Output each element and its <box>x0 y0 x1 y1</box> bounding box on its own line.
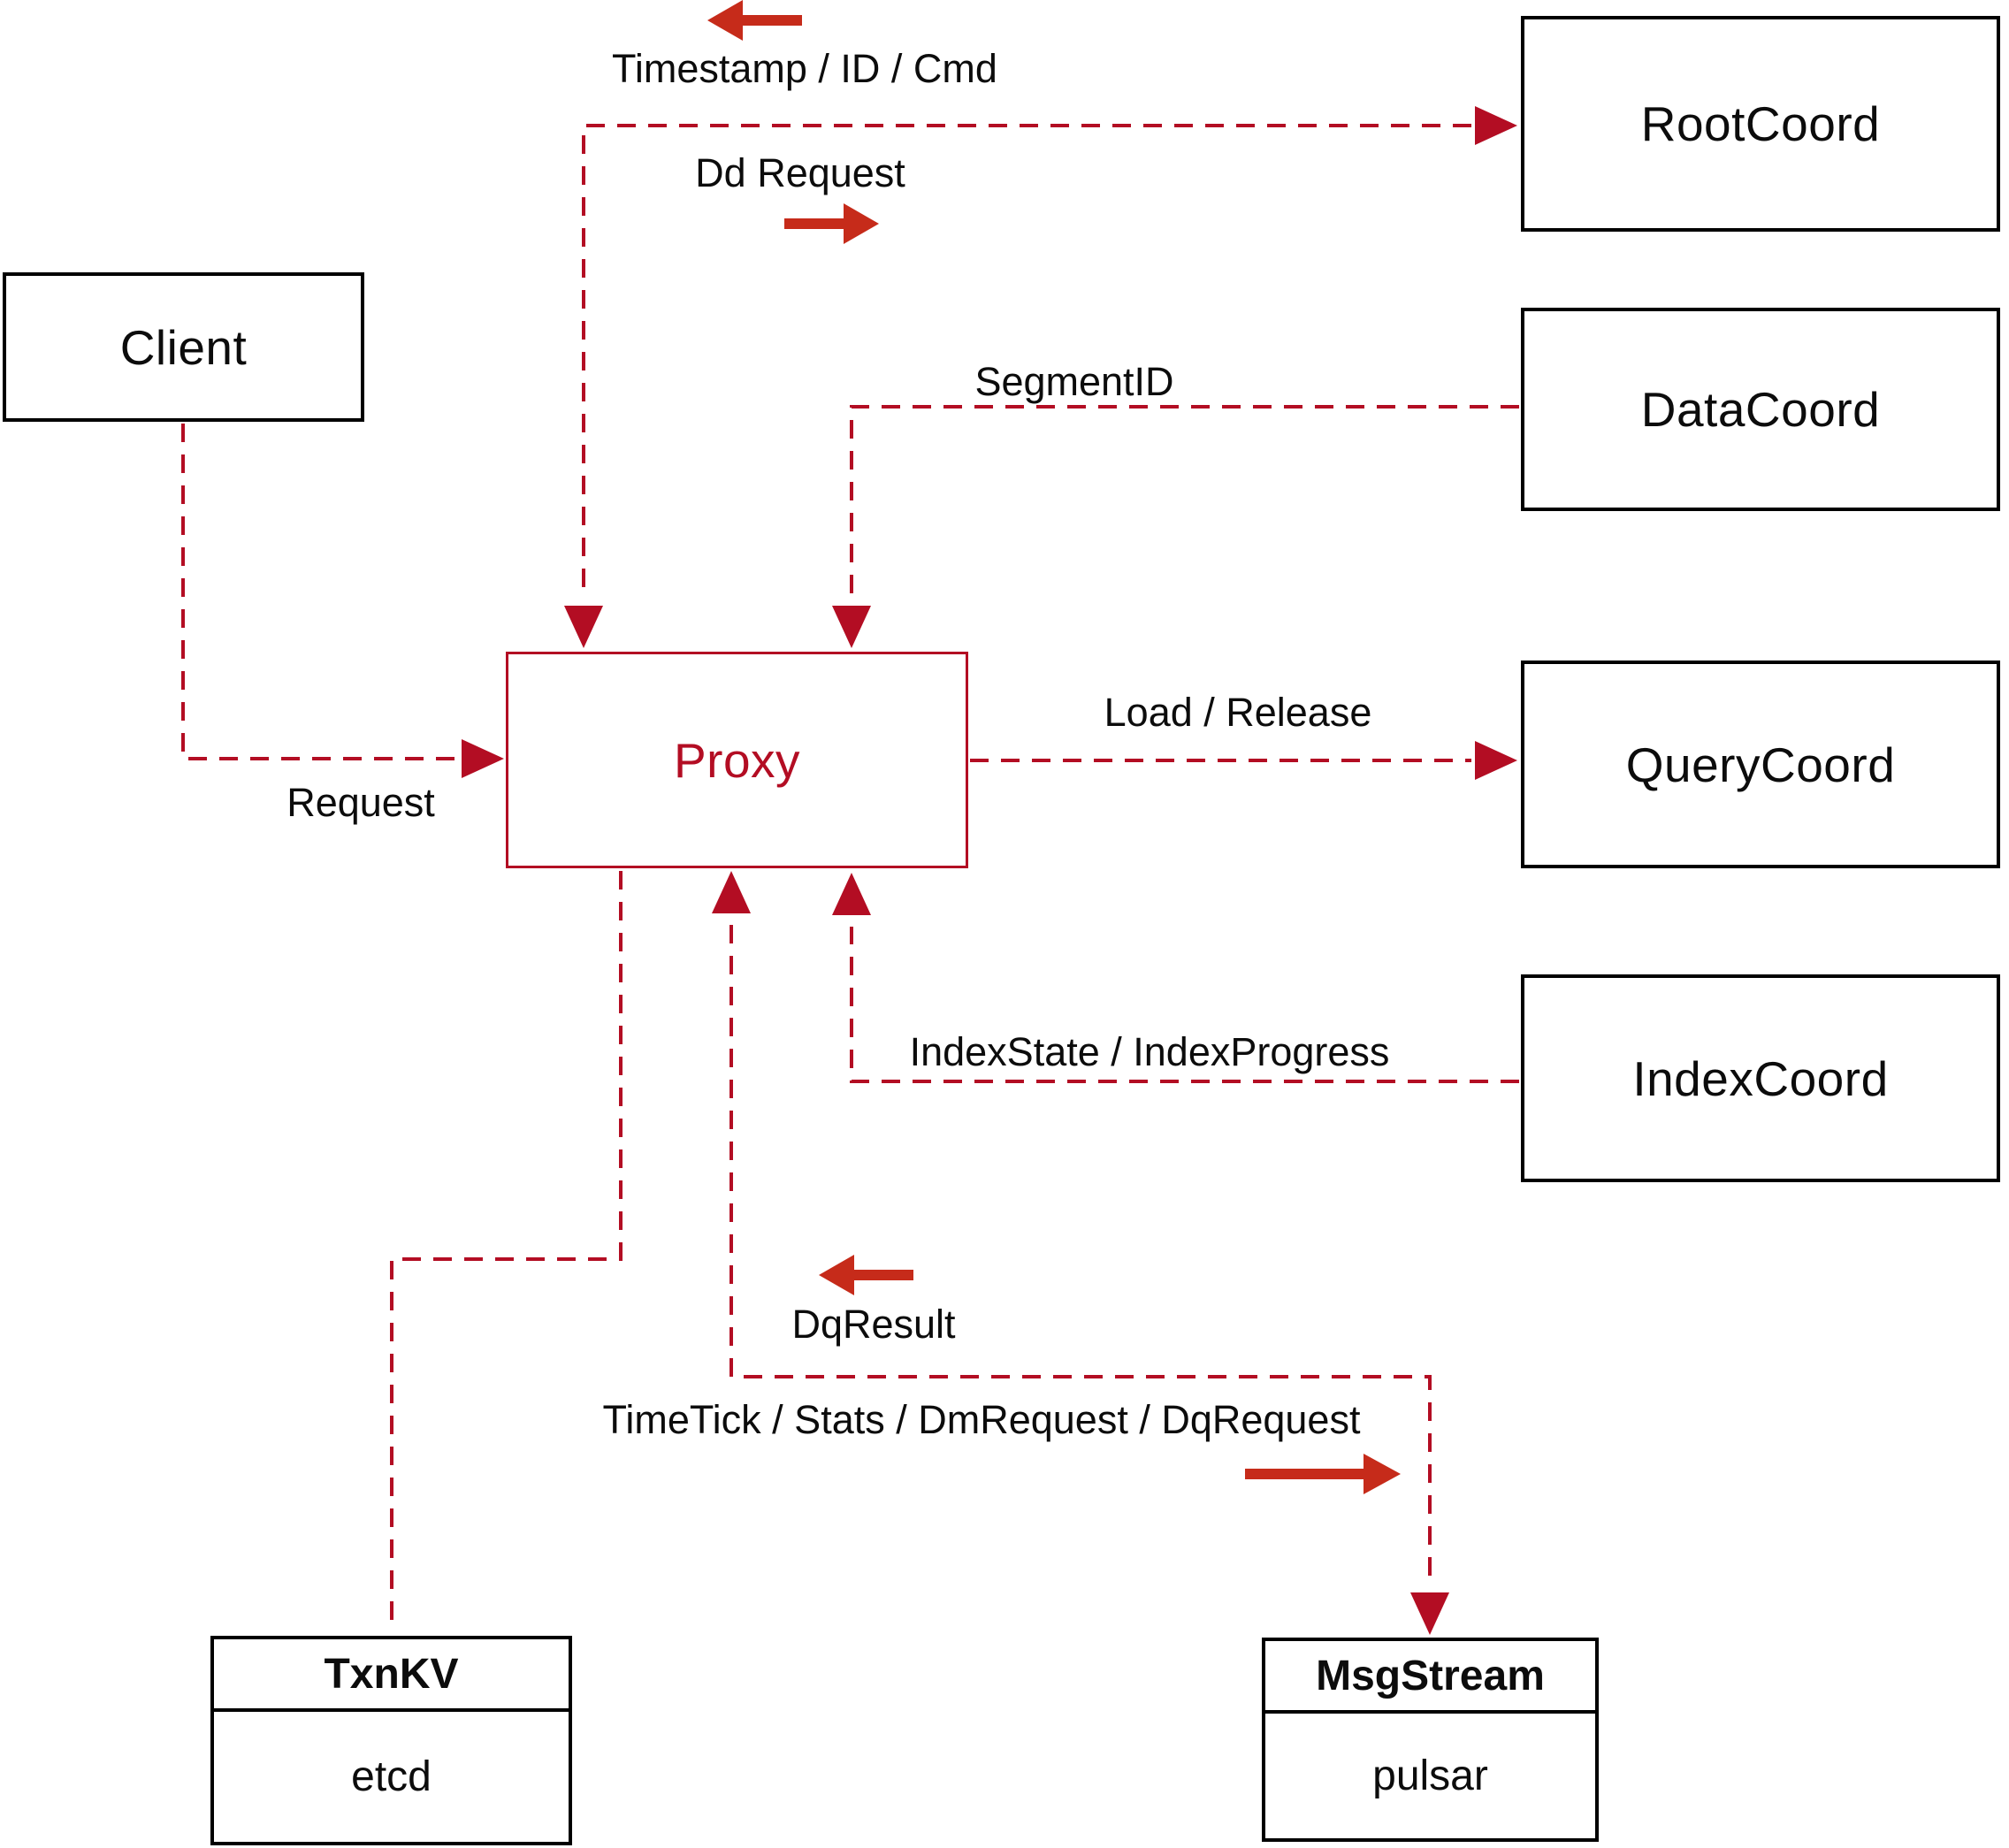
node-proxy: Proxy <box>506 652 968 868</box>
node-querycoord-label: QueryCoord <box>1625 737 1896 792</box>
edge-indexcoord-proxy <box>850 927 1519 1083</box>
arrowhead-into-msgstream <box>1410 1592 1449 1635</box>
edge-label-timetick: TimeTick / Stats / DmRequest / DqRequest <box>602 1397 1361 1442</box>
edge-client-proxy <box>181 424 470 760</box>
edge-label-index-state: IndexState / IndexProgress <box>909 1029 1390 1074</box>
node-msgstream: MsgStream pulsar <box>1262 1638 1599 1842</box>
node-querycoord: QueryCoord <box>1521 661 2000 868</box>
arrowhead-into-proxy-bottom-right <box>832 873 871 915</box>
node-indexcoord: IndexCoord <box>1521 974 2000 1182</box>
edge-proxy-txnkv <box>390 871 623 1632</box>
arrowhead-into-proxy-bottom-left <box>712 871 751 913</box>
node-txnkv-title: TxnKV <box>214 1639 569 1712</box>
edge-datacoord-proxy <box>850 405 1519 598</box>
arrowhead-into-querycoord <box>1475 741 1517 780</box>
arrowhead-into-proxy-top-right <box>832 606 871 648</box>
node-txnkv: TxnKV etcd <box>210 1636 572 1845</box>
node-rootcoord-label: RootCoord <box>1640 96 1881 151</box>
node-datacoord-label: DataCoord <box>1640 382 1881 437</box>
node-datacoord: DataCoord <box>1521 308 2000 511</box>
timetick-direction-arrow-head <box>1364 1454 1401 1494</box>
arrowhead-into-proxy-top-left <box>564 606 603 648</box>
edge-label-dd-request: Dd Request <box>695 150 905 195</box>
edge-label-request: Request <box>286 780 435 825</box>
edge-label-segment-id: SegmentID <box>974 359 1174 404</box>
node-msgstream-impl: pulsar <box>1372 1753 1488 1799</box>
edge-label-dq-result: DqResult <box>791 1302 956 1347</box>
node-txnkv-impl: etcd <box>351 1753 432 1800</box>
node-client: Client <box>3 272 364 422</box>
edge-label-timestamp: Timestamp / ID / Cmd <box>612 46 997 91</box>
node-proxy-label: Proxy <box>673 732 801 788</box>
arrowhead-into-rootcoord <box>1475 106 1517 145</box>
arrowhead-into-proxy-left <box>462 739 504 778</box>
edge-proxy-rootcoord <box>582 124 1471 598</box>
dq-result-direction-arrow-head <box>819 1255 854 1295</box>
dd-request-direction-arrow-head <box>844 203 879 244</box>
edge-proxy-msgstream <box>730 925 1432 1588</box>
node-rootcoord: RootCoord <box>1521 16 2000 232</box>
node-client-label: Client <box>119 319 248 375</box>
edge-label-load-release: Load / Release <box>1104 690 1372 735</box>
timestamp-direction-arrow-head <box>707 0 743 41</box>
node-msgstream-title: MsgStream <box>1265 1641 1595 1714</box>
node-indexcoord-label: IndexCoord <box>1632 1050 1889 1106</box>
